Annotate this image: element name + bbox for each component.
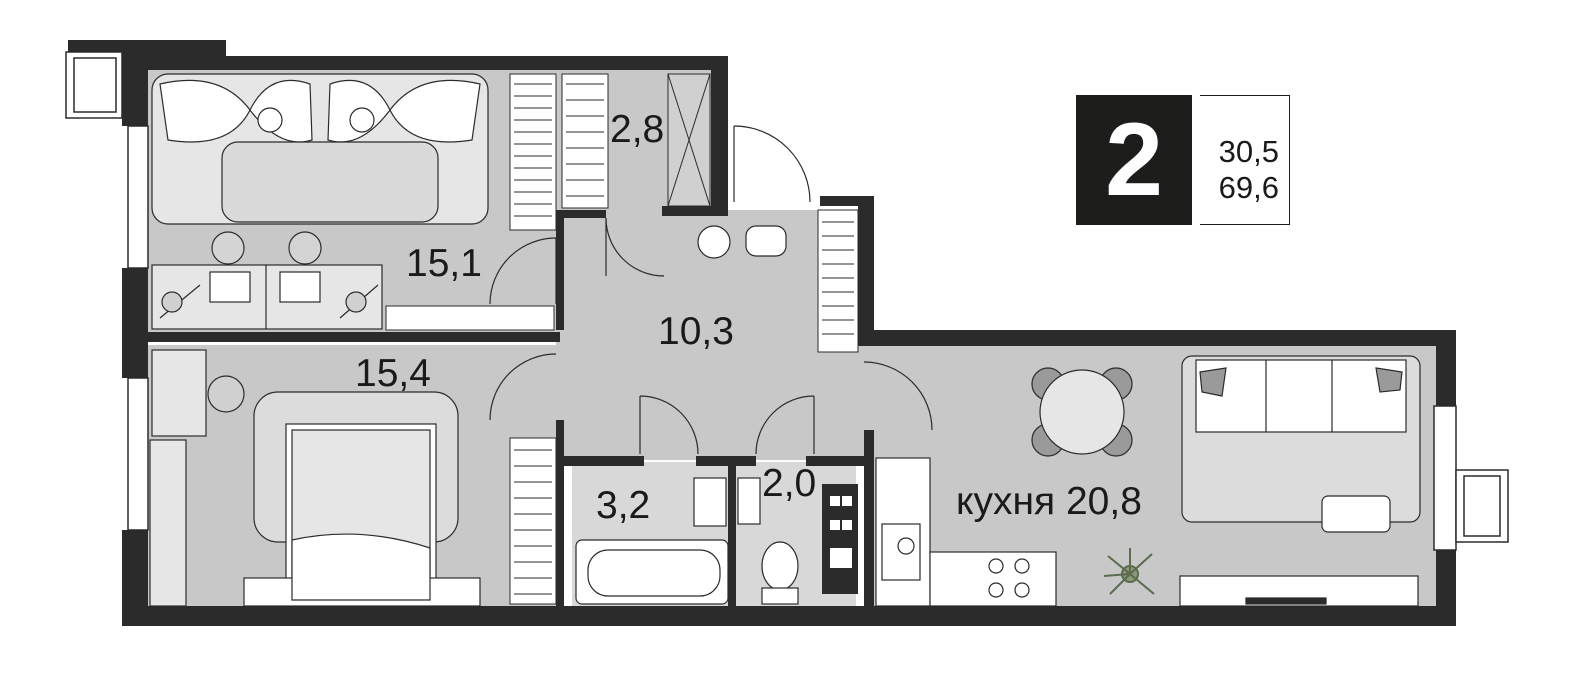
sofa-icon (1181, 355, 1421, 533)
chair-icon (211, 231, 322, 265)
room-area-bedroom-top: 15,1 (406, 242, 482, 285)
room-area-wardrobe: 2,8 (610, 108, 665, 151)
room-area-toilet: 2,0 (762, 462, 817, 505)
tv-stand-icon (1179, 575, 1419, 607)
door-icon (489, 125, 933, 455)
room-area-bedroom-bottom: 15,4 (355, 352, 431, 395)
stove-icon (875, 457, 1057, 607)
total-area: 69,6 (1218, 170, 1279, 205)
hall-fixtures (697, 225, 787, 259)
sink-icon (693, 477, 761, 527)
room-area-kitchen: кухня 20,8 (956, 480, 1142, 523)
dining-table-icon (1031, 367, 1133, 457)
plant-icon (1103, 548, 1155, 595)
washing-machine-icon (830, 496, 852, 568)
bathtub-icon (575, 539, 729, 605)
window-icon (65, 51, 1509, 551)
toilet-icon (761, 541, 799, 605)
desk-icon (149, 349, 245, 607)
living-area: 30,5 (1218, 134, 1279, 169)
room-area-bathroom: 3,2 (596, 484, 651, 527)
wardrobe-shelves (514, 83, 854, 595)
bed-icon (151, 73, 489, 225)
bed-icon (243, 391, 481, 607)
room-area-hall: 10,3 (658, 310, 734, 353)
rooms-count-badge: 2 (1076, 95, 1192, 225)
walls (68, 40, 1456, 626)
area-summary: 30,5 69,6 (1200, 95, 1290, 225)
desk-icon (151, 264, 383, 330)
